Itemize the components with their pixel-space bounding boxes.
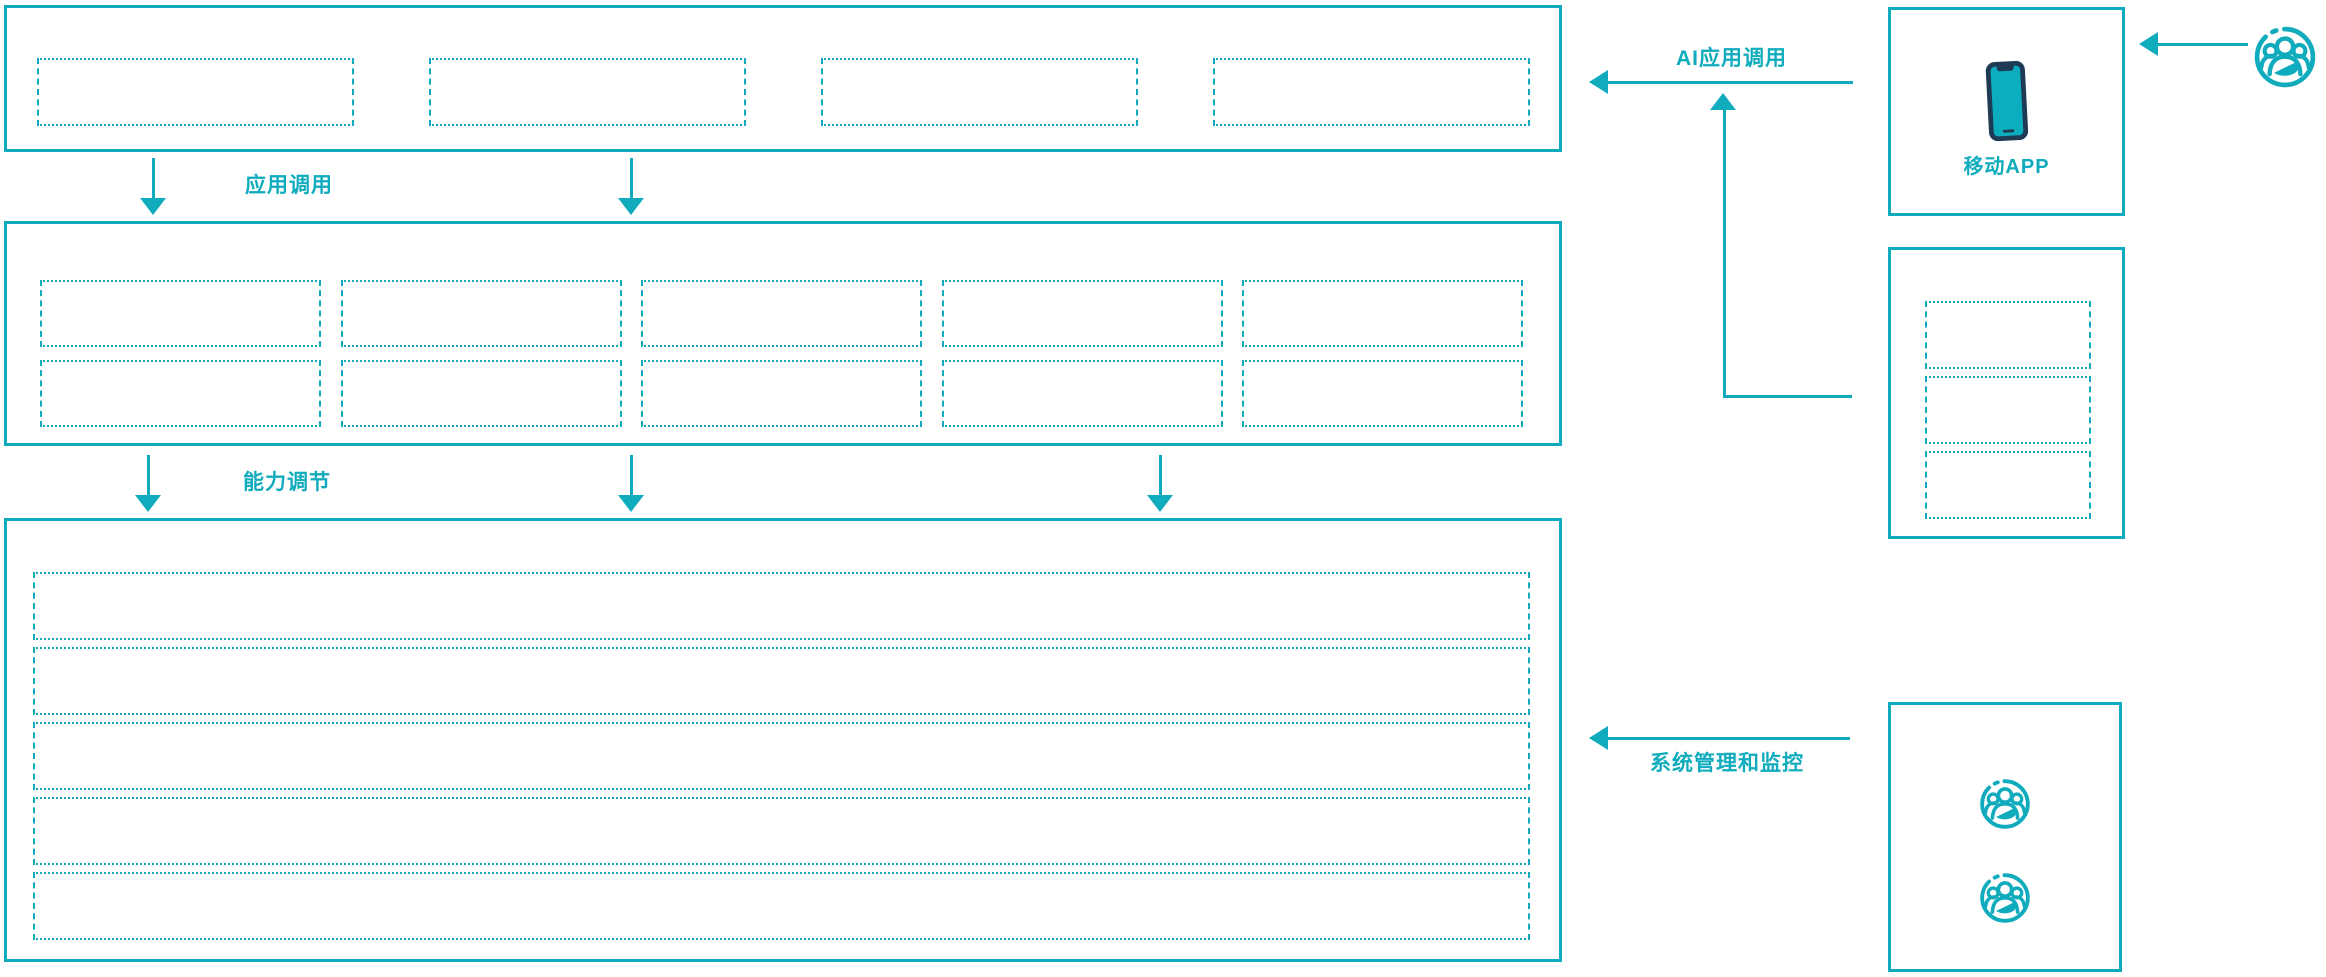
users-group-icon — [1978, 871, 2032, 925]
ai-call-arrowhead — [1589, 70, 1608, 94]
bottom-layer-placeholder-stack — [33, 572, 1530, 940]
placeholder-box — [641, 360, 922, 427]
app-call-label: 应用调用 — [245, 174, 333, 197]
top-layer-box — [4, 5, 1562, 152]
placeholder-box — [1242, 280, 1523, 347]
capability-arrow-line-2 — [630, 455, 633, 497]
right-panel-elbow-horizontal — [1723, 395, 1852, 398]
placeholder-box — [1213, 58, 1530, 126]
app-call-arrowhead-1 — [140, 198, 166, 215]
admin-box — [1888, 702, 2122, 972]
placeholder-box — [641, 280, 922, 347]
mobile-app-label: 移动APP — [1963, 156, 2050, 178]
placeholder-box — [37, 58, 354, 126]
right-panel-placeholder-stack — [1925, 301, 2091, 519]
placeholder-box — [1925, 451, 2091, 519]
top-layer-placeholder-row — [37, 58, 1530, 126]
middle-layer-placeholder-grid — [40, 280, 1523, 427]
users-group-icon — [1978, 777, 2032, 831]
placeholder-box — [1925, 376, 2091, 444]
placeholder-box — [340, 360, 622, 427]
app-call-arrow-line-1 — [152, 158, 155, 200]
mobile-app-box: 移动APP — [1888, 7, 2125, 216]
placeholder-row — [33, 722, 1530, 790]
placeholder-box — [1242, 360, 1523, 427]
capability-adjust-label: 能力调节 — [243, 471, 331, 494]
ai-call-label: AI应用调用 — [1676, 47, 1787, 70]
users-group-icon — [2252, 22, 2318, 92]
capability-arrowhead-3 — [1147, 495, 1173, 512]
app-call-arrowhead-2 — [618, 198, 644, 215]
right-panel-box — [1888, 247, 2125, 539]
right-panel-elbow-arrowhead — [1710, 93, 1736, 110]
ai-call-arrow-line — [1608, 81, 1853, 84]
right-panel-elbow-vertical — [1723, 110, 1726, 395]
placeholder-box — [941, 280, 1223, 347]
bottom-layer-box — [4, 518, 1562, 962]
placeholder-box — [40, 280, 321, 347]
placeholder-box — [340, 280, 622, 347]
capability-arrow-line-1 — [147, 455, 150, 497]
capability-arrowhead-1 — [135, 495, 161, 512]
placeholder-row — [33, 572, 1530, 640]
capability-arrow-line-3 — [1159, 455, 1162, 497]
placeholder-row — [33, 647, 1530, 715]
middle-layer-box — [4, 221, 1562, 446]
placeholder-box — [1925, 301, 2091, 369]
smartphone-icon — [1984, 60, 2030, 144]
capability-arrowhead-2 — [618, 495, 644, 512]
system-mgmt-label: 系统管理和监控 — [1650, 752, 1804, 775]
placeholder-box — [821, 58, 1138, 126]
placeholder-box — [429, 58, 746, 126]
placeholder-row — [33, 872, 1530, 940]
placeholder-row — [33, 797, 1530, 865]
placeholder-box — [941, 360, 1223, 427]
system-mgmt-arrow-line — [1608, 737, 1850, 740]
system-mgmt-arrowhead — [1589, 726, 1608, 750]
user-to-app-arrowhead — [2139, 32, 2158, 56]
user-to-app-arrow-line — [2158, 43, 2248, 46]
placeholder-box — [40, 360, 321, 427]
app-call-arrow-line-2 — [630, 158, 633, 200]
